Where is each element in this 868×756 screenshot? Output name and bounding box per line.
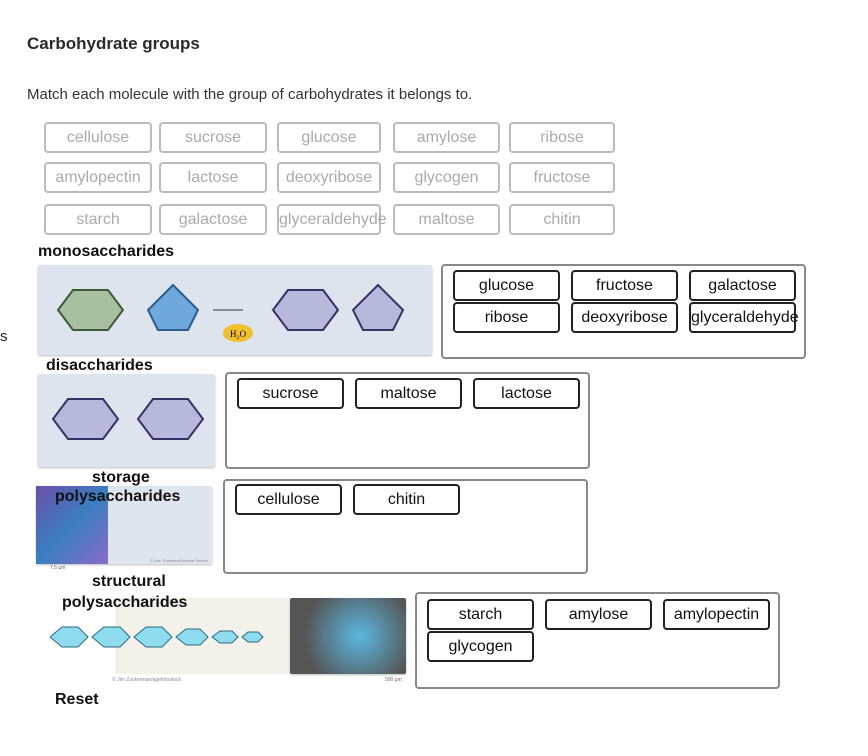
- token-lactose[interactable]: lactose: [159, 162, 267, 193]
- cellulose-fiber-photo: [290, 598, 406, 674]
- token-maltose[interactable]: maltose: [355, 378, 462, 409]
- token-cellulose[interactable]: cellulose: [44, 122, 152, 153]
- instructions: Match each molecule with the group of ca…: [27, 86, 473, 103]
- storage-polysaccharide-image: © Ase Thoresen/Science Source: [36, 486, 212, 564]
- hexagon-chain-diagram: [50, 626, 264, 648]
- token-cellulose[interactable]: cellulose: [235, 484, 342, 515]
- token-glyceraldehyde[interactable]: glyceraldehyde: [277, 204, 387, 235]
- group-label-structural: structural: [92, 573, 166, 590]
- token-lactose[interactable]: lactose: [473, 378, 580, 409]
- token-amylopectin[interactable]: amylopectin: [663, 599, 770, 630]
- group-label-structural-2: polysaccharides: [62, 594, 188, 611]
- disaccharide-image: [38, 374, 215, 467]
- token-starch[interactable]: starch: [427, 599, 534, 630]
- token-ribose[interactable]: ribose: [453, 302, 560, 333]
- token-sucrose[interactable]: sucrose: [237, 378, 344, 409]
- group-label-storage: storage: [92, 469, 150, 486]
- token-glyceraldehyde[interactable]: glyceraldehyde: [689, 302, 799, 333]
- token-chitin[interactable]: chitin: [509, 204, 615, 235]
- h2o-text: H₂O: [230, 329, 247, 339]
- token-amylopectin[interactable]: amylopectin: [44, 162, 152, 193]
- token-fructose[interactable]: fructose: [571, 270, 678, 301]
- token-galactose[interactable]: galactose: [159, 204, 267, 235]
- token-deoxyribose[interactable]: deoxyribose: [571, 302, 678, 333]
- monosaccharide-reaction-image: H₂O: [38, 265, 432, 355]
- token-starch[interactable]: starch: [44, 204, 152, 235]
- storage-credit: © Ase Thoresen/Science Source: [150, 558, 208, 563]
- token-glycogen[interactable]: glycogen: [427, 631, 534, 662]
- token-deoxyribose[interactable]: deoxyribose: [277, 162, 381, 193]
- token-glycogen[interactable]: glycogen: [393, 162, 500, 193]
- sugar-rings-diagram: H₂O: [56, 283, 405, 342]
- page-title: Carbohydrate groups: [27, 34, 200, 53]
- token-glucose[interactable]: glucose: [277, 122, 381, 153]
- stray-text: s: [0, 328, 8, 345]
- reset-button[interactable]: Reset: [55, 691, 99, 708]
- token-galactose[interactable]: galactose: [689, 270, 796, 301]
- token-sucrose[interactable]: sucrose: [159, 122, 267, 153]
- token-amylose[interactable]: amylose: [393, 122, 500, 153]
- structural-credit: © Jim Zuckerman/agefotostock: [112, 677, 181, 683]
- token-amylose[interactable]: amylose: [545, 599, 652, 630]
- token-glucose[interactable]: glucose: [453, 270, 560, 301]
- disaccharide-diagram: [51, 398, 205, 440]
- group-label-storage-2: polysaccharides: [55, 488, 181, 505]
- token-ribose[interactable]: ribose: [509, 122, 615, 153]
- token-fructose[interactable]: fructose: [509, 162, 615, 193]
- group-label-disaccharides: disaccharides: [46, 357, 153, 374]
- token-chitin[interactable]: chitin: [353, 484, 460, 515]
- token-maltose[interactable]: maltose: [393, 204, 500, 235]
- storage-scale: 7.5 µm: [50, 565, 66, 571]
- group-label-monosaccharides: monosaccharides: [38, 243, 175, 260]
- structural-scale: 500 µm: [385, 677, 402, 683]
